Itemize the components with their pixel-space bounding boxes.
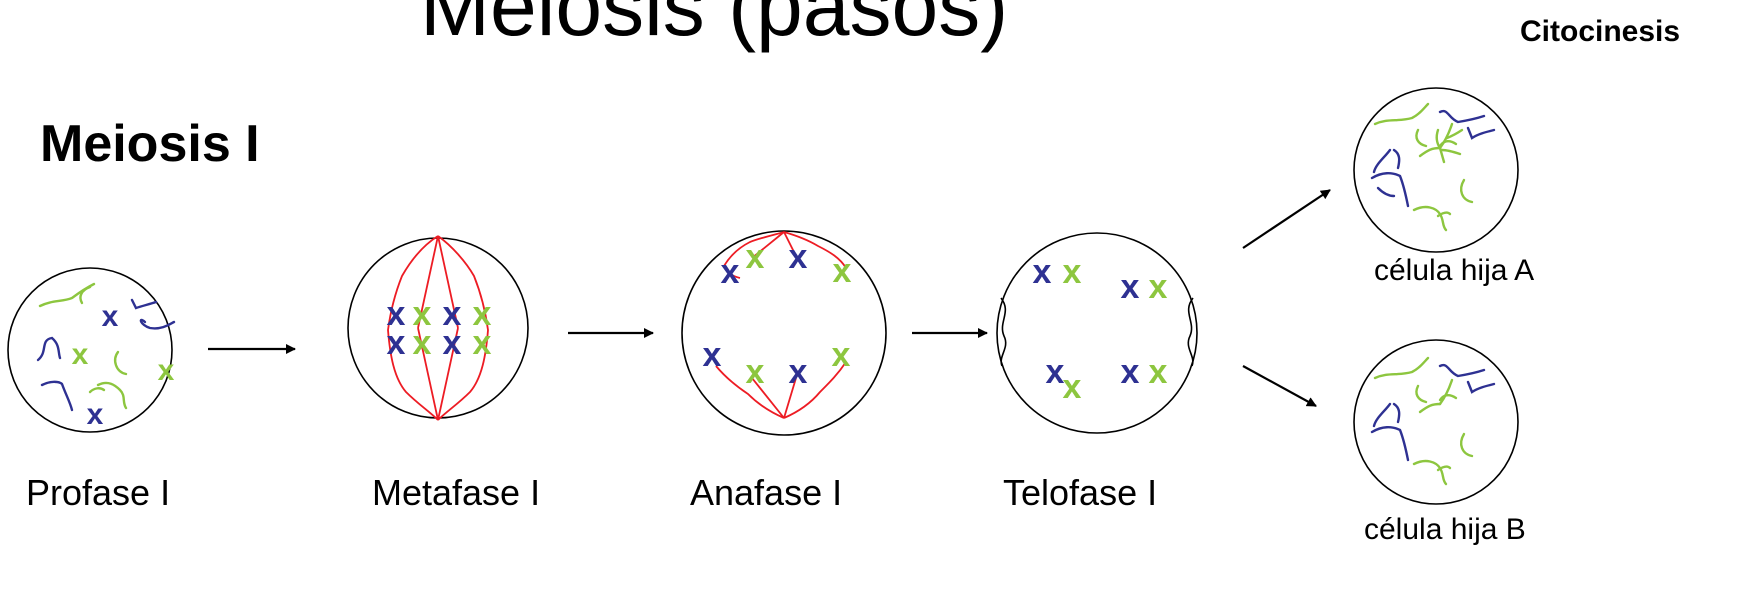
cell-membrane bbox=[347, 237, 529, 419]
cell-metafase-i: x x x x x x x x bbox=[347, 235, 529, 421]
cytokinesis-heading: Citocinesis bbox=[1520, 15, 1681, 48]
spindle-fibers bbox=[715, 231, 847, 419]
cell-membrane bbox=[681, 230, 887, 436]
chromosome-x: x bbox=[703, 336, 722, 374]
chromosome-x: x bbox=[1033, 253, 1052, 291]
chromosome-x: x bbox=[443, 324, 462, 362]
chromosome-x: x bbox=[746, 353, 765, 391]
cell-membrane bbox=[7, 267, 173, 433]
chromosome-x: x bbox=[746, 238, 765, 276]
spindle-fibers bbox=[387, 235, 489, 421]
chromosome-x: x bbox=[1063, 253, 1082, 291]
chromosome-x: x bbox=[413, 324, 432, 362]
chromatin-strands bbox=[1370, 356, 1496, 486]
daughter-cell-b bbox=[1353, 339, 1519, 505]
chromosome-x: x bbox=[789, 353, 808, 391]
daughter-a-label: célula hija A bbox=[1374, 254, 1535, 287]
chromosome-x: x bbox=[721, 253, 740, 291]
meiosis-i-heading: Meiosis I bbox=[40, 115, 260, 173]
chromosome-x: x bbox=[473, 324, 492, 362]
chromosome-x: x bbox=[473, 295, 492, 333]
stage-label-telofase: Telofase I bbox=[1003, 472, 1158, 513]
stage-label-metafase: Metafase I bbox=[372, 472, 541, 513]
chromosome-x: x bbox=[1046, 353, 1065, 391]
chromatin-strands bbox=[1370, 102, 1496, 232]
chromosome-x: x bbox=[789, 238, 808, 276]
cell-anafase-i: x x x x x x x x bbox=[681, 230, 887, 436]
diagram-title: Meiosis (pasos) bbox=[420, 0, 1009, 53]
chromosome-x: x bbox=[1149, 353, 1168, 391]
stage-label-anafase: Anafase I bbox=[690, 472, 843, 513]
chromosome-x: x bbox=[387, 324, 406, 362]
chromosome-x: x bbox=[1121, 353, 1140, 391]
chromosome-x: x bbox=[158, 354, 175, 387]
chromosome-x: x bbox=[443, 295, 462, 333]
cleavage-furrow-left bbox=[1000, 297, 1007, 367]
chromosome-x: x bbox=[1149, 268, 1168, 306]
chromosome-x: x bbox=[833, 252, 852, 290]
stage-label-profase: Profase I bbox=[26, 472, 171, 513]
chromosome-x: x bbox=[72, 338, 89, 371]
chromosome-groups: x x x x x x x x bbox=[703, 238, 852, 391]
cleavage-furrow-right bbox=[1187, 297, 1194, 367]
chromosome-x: x bbox=[832, 336, 851, 374]
chromosome-x: x bbox=[102, 300, 119, 333]
chromatin-strands bbox=[36, 282, 176, 412]
cell-membrane bbox=[1353, 339, 1519, 505]
arrow-to-daughter-a bbox=[1242, 189, 1331, 249]
arrow-to-daughter-b bbox=[1242, 365, 1317, 407]
chromosome-x: x bbox=[387, 295, 406, 333]
chromosome-groups: x x x x x x x x bbox=[1033, 253, 1168, 406]
chromosome-x: x bbox=[1063, 368, 1082, 406]
daughter-cell-a bbox=[1353, 87, 1519, 253]
cell-membrane bbox=[996, 232, 1198, 434]
cell-telofase-i: x x x x x x x x bbox=[996, 232, 1198, 434]
daughter-b-label: célula hija B bbox=[1364, 513, 1526, 546]
chromosome-pairs: x x x x x x x x bbox=[387, 295, 492, 362]
cell-membrane bbox=[1353, 87, 1519, 253]
chromosome-x: x bbox=[87, 398, 104, 431]
chromosome-x: x bbox=[1121, 268, 1140, 306]
cell-profase-i: x x x x bbox=[7, 267, 176, 433]
chromosome-x: x bbox=[413, 295, 432, 333]
